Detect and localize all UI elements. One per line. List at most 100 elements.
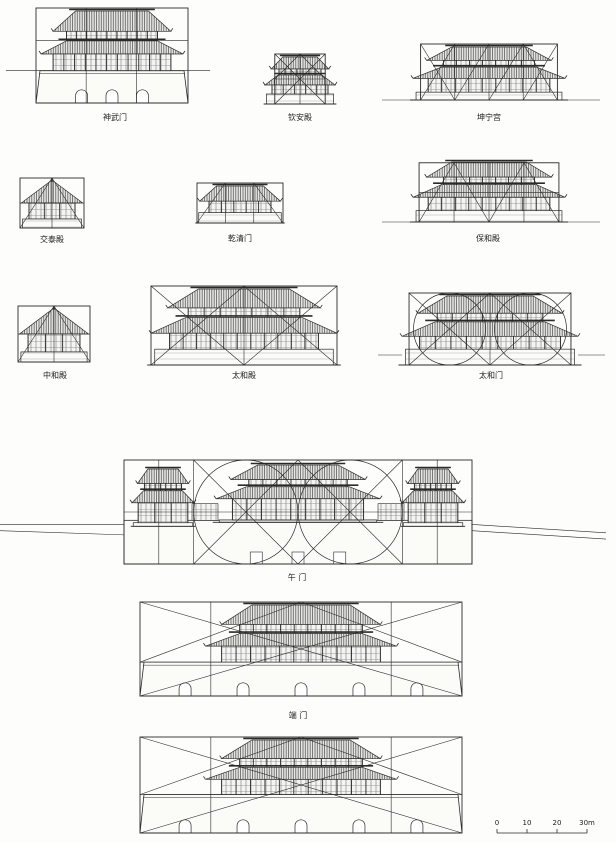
diagonal-line [139, 736, 302, 795]
roof [131, 490, 195, 504]
scale-bar-label: 20 [552, 819, 562, 827]
roof [401, 490, 465, 504]
gate-arch [410, 819, 424, 834]
roof-eave-tip [182, 50, 186, 55]
roof-eave-tip [262, 81, 266, 86]
roof-eave-tip [38, 50, 42, 55]
elevation-caption-jiaotaidian: 交泰殿 [40, 235, 64, 244]
roof-eave-tip [396, 642, 399, 647]
elevation-caption-baohedian: 保和殿 [476, 234, 500, 243]
elevation-caption-shenwumen: 神武门 [103, 113, 127, 122]
elevation-caption-wumen: 午 门 [287, 573, 307, 582]
roof-eave-tip [319, 304, 323, 309]
proportion-circle [297, 459, 403, 565]
roof-eave-tip [410, 75, 414, 79]
diagonal-line [488, 43, 524, 101]
proportion-circle [193, 459, 299, 565]
roof-eave-tip [577, 333, 581, 337]
city-wall-top [471, 530, 607, 540]
elevation-caption-zhonghedian: 中和殿 [43, 371, 67, 380]
scale-bar-label: 0 [494, 819, 500, 827]
gate-arch [236, 682, 250, 697]
roof [406, 468, 460, 484]
proportion-circle [494, 292, 567, 366]
diagonal-line [274, 53, 301, 80]
proportion-frame [35, 7, 189, 104]
proportion-circle [413, 292, 486, 366]
roof-eave-tip [463, 499, 467, 504]
diagonal-line [139, 601, 463, 697]
roof-eave-tip [379, 495, 383, 500]
diagonal-line [150, 285, 245, 366]
roof-eave-tip [280, 197, 283, 202]
facade-wall [221, 778, 381, 795]
roof-eave-tip [424, 57, 428, 61]
elevation-caption-qianqingmen: 乾清门 [228, 234, 252, 243]
gate-arch [236, 819, 250, 834]
roof [230, 464, 366, 480]
roof-eave-tip [228, 476, 232, 480]
gate-arch [294, 682, 308, 697]
roof-eave-tip [213, 495, 217, 500]
diagonal-line [418, 162, 455, 223]
roof-eave-tip [396, 776, 399, 780]
gate-arch [105, 89, 119, 104]
elevation-qianqingmen [195, 182, 285, 224]
elevation-kunninggong [382, 43, 600, 101]
elevation-jiaotaidian [19, 177, 85, 229]
roof [205, 633, 397, 647]
diagonal-line [243, 285, 338, 366]
facade-wall [221, 645, 381, 663]
roof [40, 40, 184, 55]
diagonal-line [453, 162, 490, 223]
elevation-tiananmen [139, 736, 463, 834]
facade-wall [407, 502, 459, 524]
roof-eave-tip [458, 480, 461, 484]
facade-wall [208, 200, 272, 213]
roof-eave-tip [334, 81, 338, 86]
diagonal-line [19, 177, 53, 229]
elevation-caption-taihemen: 太和门 [479, 371, 503, 380]
elevation-wumen [0, 459, 607, 565]
diagonal-line [297, 459, 403, 565]
diagonal-line [300, 601, 463, 663]
podium [198, 212, 282, 224]
roof-eave-tip [219, 621, 222, 625]
roof-eave-tip [550, 173, 554, 178]
diagonal-line [299, 53, 326, 80]
roof [52, 10, 172, 32]
podium [402, 522, 464, 527]
roof-eave-tip [410, 194, 414, 198]
podium [132, 522, 194, 527]
diagonal-line [193, 459, 299, 565]
facade-wall [137, 502, 189, 524]
elevation-taihemen [378, 292, 605, 366]
city-wall-top [0, 530, 125, 536]
scale-bar-label: 30m [579, 819, 595, 827]
roof-eave-tip [129, 499, 133, 504]
roof-eave-tip [380, 755, 383, 759]
diagonal-line [420, 43, 456, 101]
gate-arch [352, 819, 366, 834]
gate-opening [291, 551, 305, 565]
roof [220, 604, 382, 625]
gate-arch [178, 819, 192, 834]
gate-arch [136, 89, 149, 104]
gate-arch [410, 682, 424, 697]
roof-eave-tip [203, 642, 206, 647]
roof-eave-tip [170, 28, 174, 32]
scale-bar-label: 10 [522, 819, 532, 827]
diagonal-line [51, 177, 85, 229]
diagonal-line [139, 736, 463, 834]
elevation-caption-duanmen: 端 门 [288, 711, 308, 720]
roof-eave-tip [564, 75, 568, 79]
gate-arch [75, 89, 88, 104]
elevation-duanmen [139, 601, 463, 697]
diagonal-line [522, 43, 558, 101]
diagonal-line [253, 182, 284, 224]
elevation-zhonghedian [17, 305, 91, 363]
roof-eave-tip [399, 333, 403, 337]
gate-arch [294, 819, 308, 834]
elevation-qinandian [262, 53, 338, 105]
